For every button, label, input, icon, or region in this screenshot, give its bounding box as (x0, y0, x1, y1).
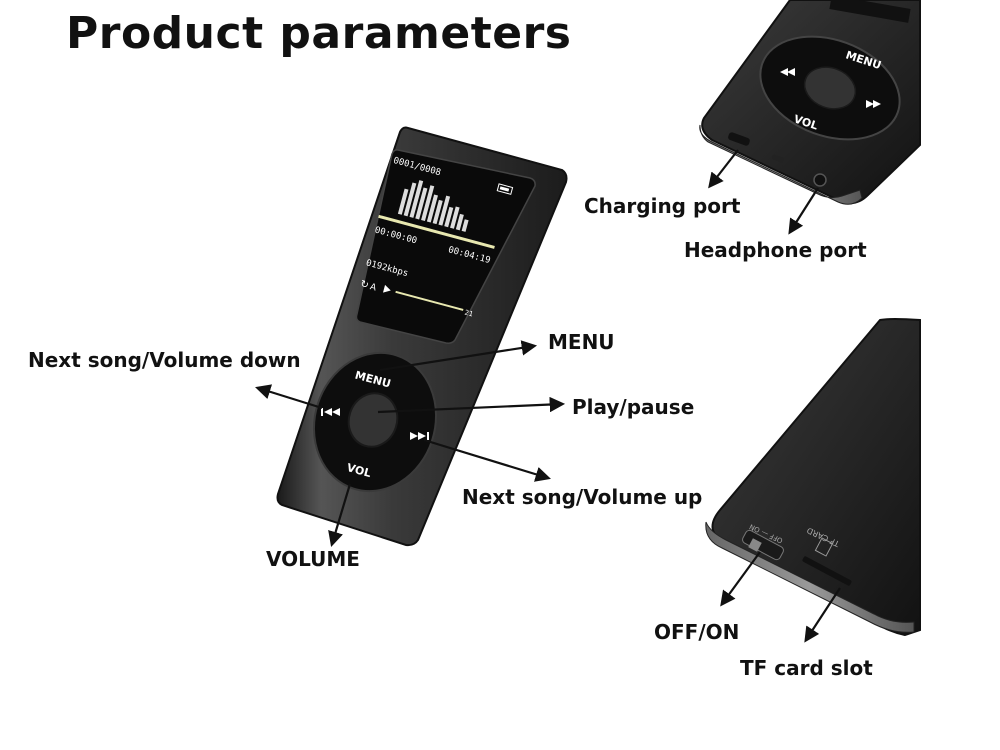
equalizer-bars (397, 180, 469, 232)
label-headphone-port: Headphone port (684, 238, 867, 262)
wheel-vol-label: VOL (345, 461, 372, 480)
click-wheel[interactable]: MENU VOL (296, 337, 453, 507)
battery-icon (496, 183, 514, 195)
page-title: Product parameters (66, 8, 572, 59)
ports-view-next-icon (866, 100, 881, 108)
power-switch[interactable] (741, 529, 785, 561)
progress-bar (378, 214, 495, 249)
label-volume: VOLUME (266, 547, 360, 571)
ports-view-prev-icon (780, 68, 795, 76)
mp3-player-front (276, 126, 568, 547)
player-ports-view: MENU VOL (699, 0, 921, 205)
volume-level: 21 (464, 309, 474, 319)
charging-port-socket (728, 132, 750, 146)
label-menu: MENU (548, 330, 615, 354)
next-icon[interactable] (410, 432, 429, 440)
tf-card-slot-opening (802, 556, 852, 586)
arrow-icon (255, 149, 841, 643)
label-charging-port: Charging port (584, 194, 741, 218)
label-off-on: OFF/ON (654, 620, 740, 644)
label-tf-card-slot: TF card slot (740, 656, 873, 680)
repeat-icon: ↻ (359, 279, 370, 292)
label-next-song-volume-down: Next song/Volume down (28, 348, 301, 372)
repeat-mode: A (369, 282, 378, 293)
play-icon (382, 284, 391, 293)
label-next-song-volume-up: Next song/Volume up (462, 485, 703, 509)
prev-icon[interactable] (321, 408, 340, 416)
center-button[interactable] (342, 387, 404, 453)
headphone-port-socket (813, 173, 827, 187)
arrow-menu (379, 340, 538, 372)
volume-bar (395, 290, 464, 311)
label-play-pause: Play/pause (572, 395, 695, 419)
player-side-view: OFF — ON TF CARD (705, 318, 921, 637)
